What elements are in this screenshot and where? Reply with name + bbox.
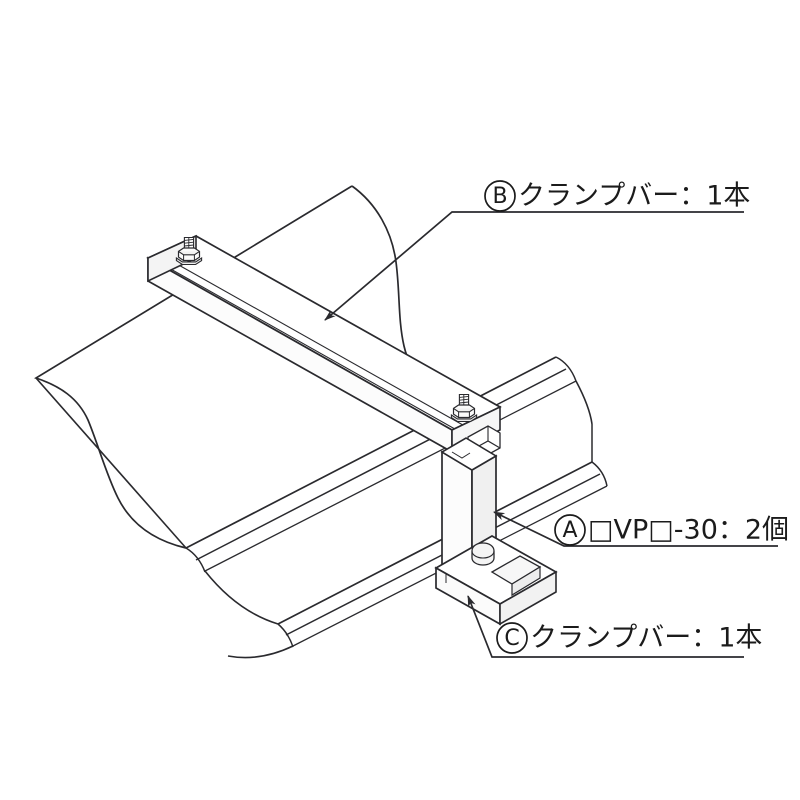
callout-marker-a-circle <box>554 514 586 546</box>
hex-nut-lower <box>471 542 495 566</box>
roof-break-line-bottom <box>227 645 294 659</box>
callout-a: A □VP□-30：2個 <box>554 514 789 546</box>
callout-c: C クランプバー：1本 <box>496 622 762 654</box>
leader-line-b <box>324 211 744 321</box>
callout-label-b: クランプバー：1本 <box>518 181 750 212</box>
callout-marker-c-circle <box>496 622 528 654</box>
callout-label-a: □VP□-30：2個 <box>588 515 789 546</box>
upper-clamp-bar <box>146 234 502 460</box>
roof-rib-upper <box>185 356 577 573</box>
leader-line-a <box>493 511 778 547</box>
callout-marker-b-circle <box>484 180 516 212</box>
callout-marker-a-letter: A <box>562 518 577 543</box>
callout-b: B クランプバー：1本 <box>484 180 750 212</box>
callout-marker-c-letter: C <box>504 626 519 651</box>
callout-marker-b-letter: B <box>492 184 507 209</box>
roof-break-line-left <box>33 185 353 549</box>
roof-valley <box>204 380 593 625</box>
roof-deck-edge-front <box>35 377 187 549</box>
leader-line-c <box>467 595 744 658</box>
callout-label-c: クランプバー：1本 <box>530 623 762 654</box>
